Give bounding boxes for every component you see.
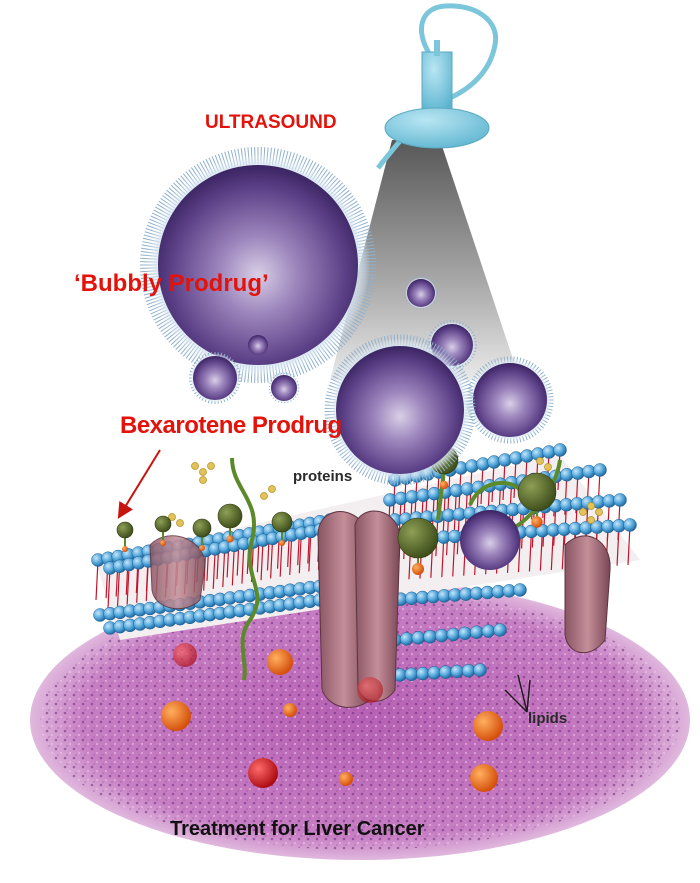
drug-payload (226, 535, 233, 542)
ultrasound-label: ULTRASOUND (205, 112, 337, 134)
lipid-head (624, 519, 637, 532)
lipid-head (451, 665, 464, 678)
drug-payload (440, 481, 448, 489)
lipid-head (474, 664, 487, 677)
prodrug-molecule-icon (155, 516, 171, 532)
lipid-head (466, 460, 479, 473)
lipid-head (488, 456, 501, 469)
lipid-head (594, 464, 607, 477)
lipid-head (521, 450, 534, 463)
microbubble-icon (460, 510, 520, 570)
drug-sphere (248, 758, 278, 788)
drug-payload (122, 546, 128, 552)
microbubble-icon (248, 335, 268, 355)
lipid-head (424, 630, 437, 643)
proteins-label: proteins (293, 468, 352, 485)
prodrug-molecule-icon (117, 522, 133, 538)
drug-payload (531, 516, 542, 527)
drug-payload (279, 540, 285, 546)
ultrasound-transducer-icon (378, 6, 496, 168)
drug-sphere (470, 764, 498, 792)
prodrug-molecule-icon (193, 519, 211, 537)
drug-payload (412, 563, 424, 575)
drug-sphere (357, 677, 383, 703)
drug-sphere (173, 643, 197, 667)
lipid-head (494, 624, 507, 637)
drug-sphere (473, 711, 503, 741)
microbubble-icon (189, 352, 241, 404)
drug-payload (160, 540, 166, 546)
prodrug-molecule-icon (398, 518, 438, 558)
lipid-head (405, 668, 418, 681)
lipid-head (439, 666, 452, 679)
lipid-head (499, 454, 512, 467)
lipids-label: lipids (528, 710, 567, 727)
lipid-head (554, 444, 567, 457)
microbubble-icon (269, 373, 300, 404)
lipid-head (543, 446, 556, 459)
lipid-head (477, 458, 490, 471)
prodrug-molecule-icon (518, 473, 556, 511)
prodrug-molecule-icon (272, 512, 292, 532)
lipid-head (510, 452, 523, 465)
bexarotene-arrow (122, 450, 160, 512)
lipid-head (462, 664, 475, 677)
bexarotene-prodrug-label: Bexarotene Prodrug (120, 412, 342, 440)
prodrug-molecule-icon (218, 504, 242, 528)
lipid-head (435, 629, 448, 642)
drug-sphere (283, 703, 297, 717)
drug-payload (199, 545, 205, 551)
bubbly-prodrug-label: ‘Bubbly Prodrug’ (74, 270, 269, 298)
lipid-head (416, 667, 429, 680)
drug-sphere (161, 701, 191, 731)
lipid-head (470, 626, 483, 639)
drug-sphere (267, 649, 293, 675)
lipid-head (428, 666, 441, 679)
lipid-head (400, 632, 413, 645)
lipid-head (482, 625, 495, 638)
lipid-head (412, 631, 425, 644)
caption: Treatment for Liver Cancer (170, 818, 425, 841)
lipid-head (459, 627, 472, 640)
lipid-head (514, 584, 527, 597)
drug-sphere (339, 772, 353, 786)
lipid-head (447, 628, 460, 641)
lipid-head (614, 494, 627, 507)
